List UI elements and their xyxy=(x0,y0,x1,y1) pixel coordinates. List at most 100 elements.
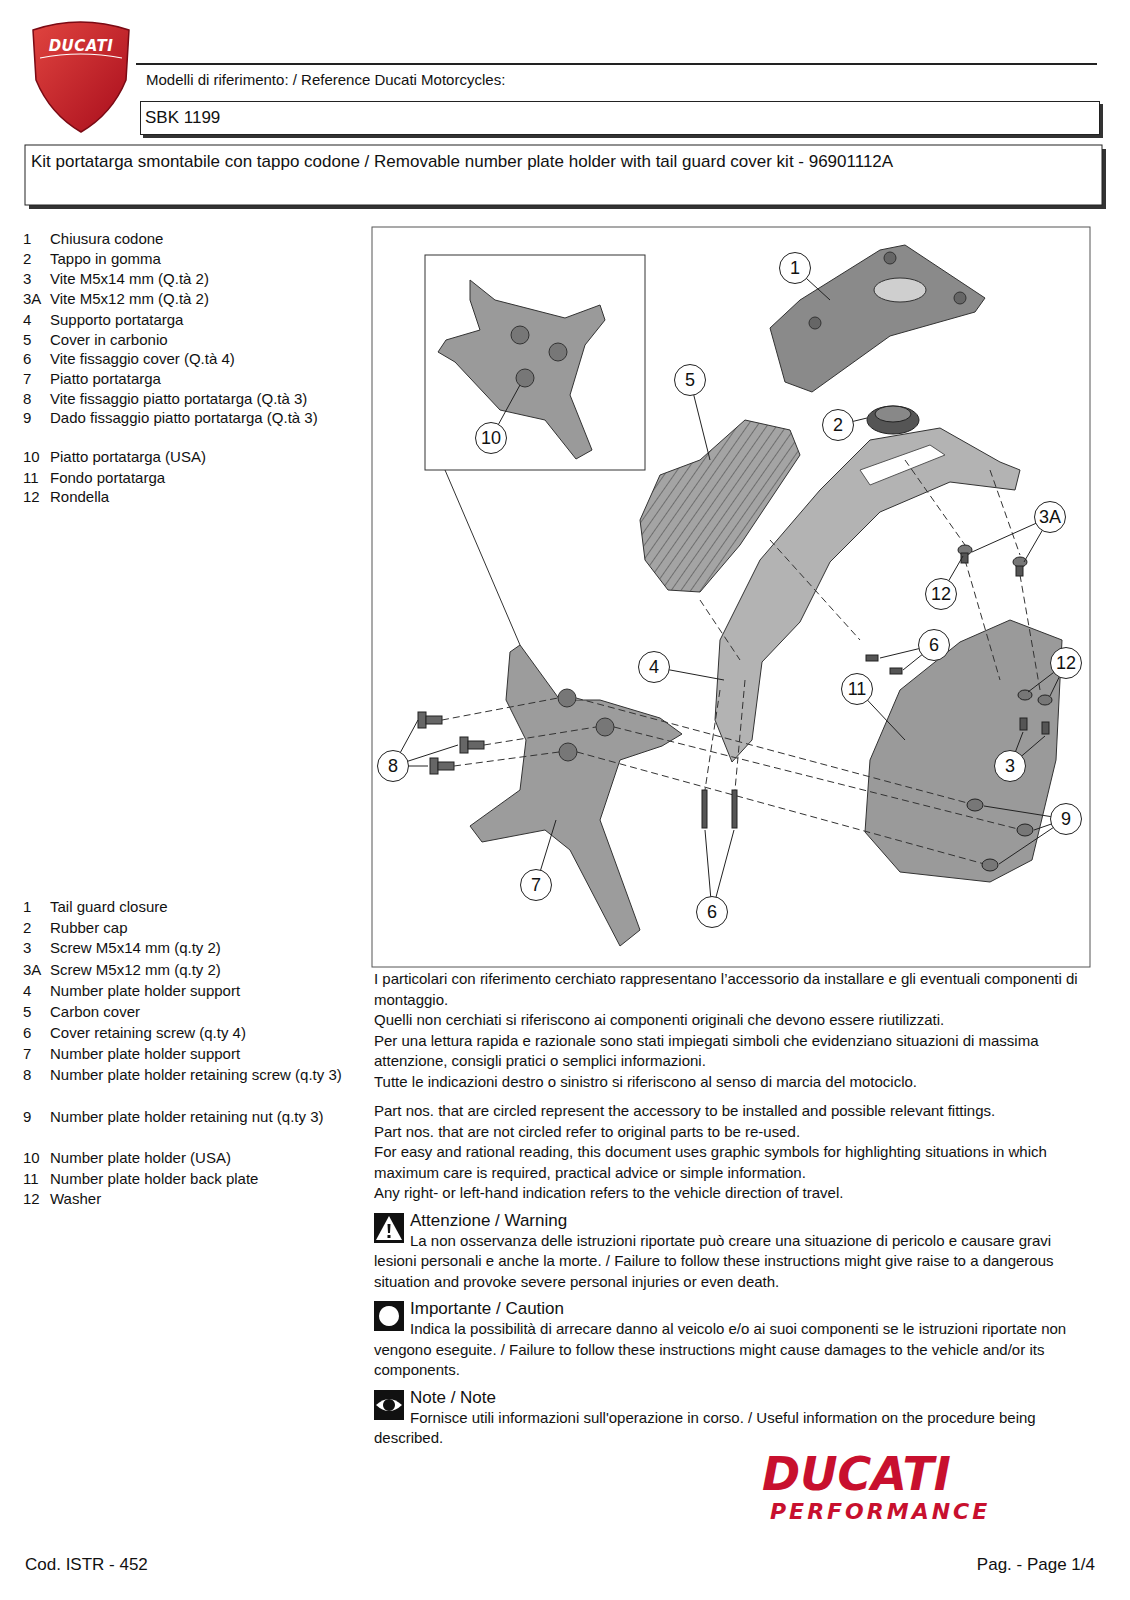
part-number: 4 xyxy=(23,310,31,330)
part-number: 2 xyxy=(23,918,31,938)
warning-icon xyxy=(374,1213,404,1243)
page-number: Pag. - Page 1/4 xyxy=(977,1555,1095,1575)
part-name: Screw M5x14 mm (q.ty 2) xyxy=(50,938,221,958)
part-number: 1 xyxy=(23,897,31,917)
part-name: Cover in carbonio xyxy=(50,330,168,350)
part-number: 5 xyxy=(23,330,31,350)
callout-text: 9 xyxy=(1061,809,1071,829)
callout-number: 11 xyxy=(841,673,873,705)
callout-text: 11 xyxy=(848,679,867,699)
callout-number: 5 xyxy=(674,364,706,396)
part-number: 11 xyxy=(23,468,39,488)
part-number: 3A xyxy=(23,289,41,309)
english-notes: Part nos. that are circled represent the… xyxy=(374,1101,1092,1204)
part-number: 7 xyxy=(23,369,31,389)
part-number: 5 xyxy=(23,1002,31,1022)
reference-heading: Modelli di riferimento: / Reference Duca… xyxy=(146,71,505,89)
italian-notes: I particolari con riferimento cerchiato … xyxy=(374,969,1092,1092)
callout-text: 6 xyxy=(707,902,717,922)
part-name: Rondella xyxy=(50,487,109,507)
part-name: Vite M5x12 mm (Q.tà 2) xyxy=(50,289,209,309)
part-number: 10 xyxy=(23,447,40,467)
part-name: Piatto portatarga (USA) xyxy=(50,447,206,467)
callout-number: 3 xyxy=(994,750,1026,782)
callout-text: 7 xyxy=(531,875,541,895)
part-name: Vite fissaggio cover (Q.tà 4) xyxy=(50,349,235,369)
logo-text: DUCATI xyxy=(36,38,126,55)
note-paragraph: Per una lettura rapida e razionale sono … xyxy=(374,1031,1092,1072)
brand-logo: PERFORMANCE xyxy=(770,1499,990,1525)
part-name: Tail guard closure xyxy=(50,897,168,917)
callout-text: 6 xyxy=(929,635,939,655)
part-name: Carbon cover xyxy=(50,1002,140,1022)
brand-logo: DUCATI xyxy=(762,1449,951,1499)
part-name: Number plate holder retaining nut (q.ty … xyxy=(50,1107,323,1127)
part-number: 12 xyxy=(23,1189,40,1209)
part-number: 3A xyxy=(23,960,41,980)
part-number: 8 xyxy=(23,389,31,409)
part-name: Tappo in gomma xyxy=(50,249,161,269)
part-number: 6 xyxy=(23,349,31,369)
note-icon xyxy=(374,1390,404,1420)
note-heading: Note / Note xyxy=(374,1387,1092,1408)
part-name: Number plate holder back plate xyxy=(50,1169,258,1189)
part-number: 6 xyxy=(23,1023,31,1043)
callout-number: 7 xyxy=(520,869,552,901)
part-name: Number plate holder retaining screw (q.t… xyxy=(50,1065,342,1085)
part-name: Washer xyxy=(50,1189,101,1209)
callout-text: 5 xyxy=(685,370,695,390)
part-number: 3 xyxy=(23,938,31,958)
part-name: Supporto portatarga xyxy=(50,310,183,330)
model-name: SBK 1199 xyxy=(145,108,220,127)
callout-text: 10 xyxy=(481,428,501,448)
note-paragraph: I particolari con riferimento cerchiato … xyxy=(374,969,1092,1010)
warning-block: Attenzione / WarningLa non osservanza de… xyxy=(374,1210,1092,1293)
callout-number: 1 xyxy=(779,252,811,284)
part-number: 10 xyxy=(23,1148,40,1168)
part-number: 11 xyxy=(23,1169,39,1189)
part-name: Vite M5x14 mm (Q.tà 2) xyxy=(50,269,209,289)
caution-text: Indica la possibilità di arrecare danno … xyxy=(374,1319,1092,1381)
callout-text: 8 xyxy=(388,756,398,776)
callout-number: 6 xyxy=(696,896,728,928)
callout-number: 8 xyxy=(377,750,409,782)
part-name: Number plate holder support xyxy=(50,981,240,1001)
callout-number: 12 xyxy=(1050,647,1082,679)
part-number: 7 xyxy=(23,1044,31,1064)
part-name: Dado fissaggio piatto portatarga (Q.tà 3… xyxy=(50,408,318,428)
part-name: Fondo portatarga xyxy=(50,468,165,488)
part-number: 12 xyxy=(23,487,40,507)
callout-text: 12 xyxy=(931,584,951,604)
callout-text: 1 xyxy=(790,258,800,278)
callout-text: 4 xyxy=(649,657,659,677)
note-paragraph: Part nos. that are circled represent the… xyxy=(374,1101,1092,1122)
note-paragraph: Tutte le indicazioni destro o sinistro s… xyxy=(374,1072,1092,1093)
callout-text: 3 xyxy=(1005,756,1015,776)
title-text: Kit portatarga smontabile con tappo codo… xyxy=(31,151,1091,172)
callout-number: 9 xyxy=(1050,803,1082,835)
callout-number: 2 xyxy=(822,409,854,441)
note-paragraph: Quelli non cerchiati si riferiscono ai c… xyxy=(374,1010,1092,1031)
note-text: Fornisce utili informazioni sull'operazi… xyxy=(374,1408,1092,1449)
caution-heading: Importante / Caution xyxy=(374,1298,1092,1319)
callout-number: 4 xyxy=(638,651,670,683)
callout-number: 3A xyxy=(1034,501,1066,533)
model-box: SBK 1199 xyxy=(140,101,1100,135)
caution-block: Importante / CautionIndica la possibilit… xyxy=(374,1298,1092,1381)
part-number: 1 xyxy=(23,229,31,249)
document-code: Cod. ISTR - 452 xyxy=(25,1555,148,1575)
part-number: 2 xyxy=(23,249,31,269)
warning-text: La non osservanza delle istruzioni ripor… xyxy=(374,1231,1092,1293)
callout-number: 12 xyxy=(925,578,957,610)
part-name: Screw M5x12 mm (q.ty 2) xyxy=(50,960,221,980)
part-number: 4 xyxy=(23,981,31,1001)
part-name: Number plate holder support xyxy=(50,1044,240,1064)
note-paragraph: Any right- or left-hand indication refer… xyxy=(374,1183,1092,1204)
warning-heading: Attenzione / Warning xyxy=(374,1210,1092,1231)
note-paragraph: Part nos. that are not circled refer to … xyxy=(374,1122,1092,1143)
notes-column: I particolari con riferimento cerchiato … xyxy=(374,969,1092,1449)
part-name: Vite fissaggio piatto portatarga (Q.tà 3… xyxy=(50,389,307,409)
part-name: Rubber cap xyxy=(50,918,128,938)
part-name: Piatto portatarga xyxy=(50,369,161,389)
